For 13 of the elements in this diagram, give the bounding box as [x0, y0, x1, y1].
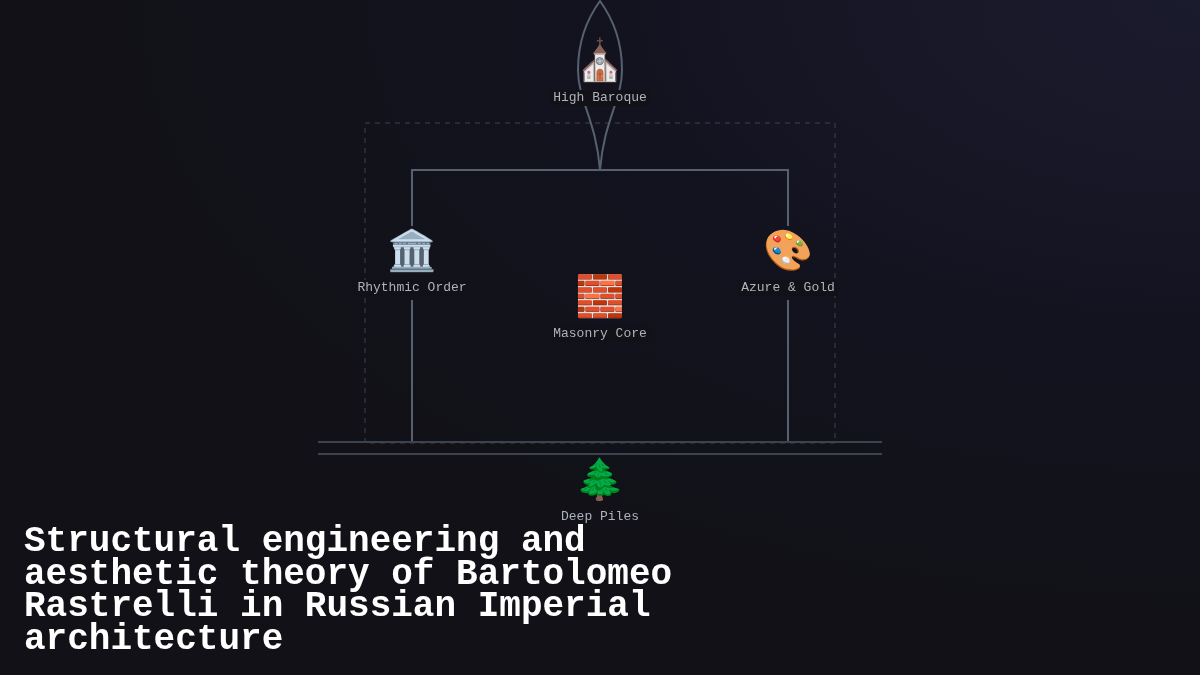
emoji-icon: 🧱: [575, 272, 625, 320]
node-label: Masonry Core: [550, 326, 650, 342]
foundation-slab: [318, 441, 882, 455]
connector-line: [411, 299, 413, 442]
connector-line: [411, 169, 601, 227]
node-label: High Baroque: [550, 90, 650, 106]
connector-line: [787, 299, 789, 442]
connector-line: [599, 169, 789, 227]
emoji-icon: 🏛: [387, 226, 437, 274]
emoji-icon: 🎨: [763, 226, 813, 274]
emoji-icon: 🌲: [575, 455, 625, 503]
emoji-icon: ⛪: [575, 36, 625, 84]
node-label: Azure & Gold: [738, 280, 838, 296]
